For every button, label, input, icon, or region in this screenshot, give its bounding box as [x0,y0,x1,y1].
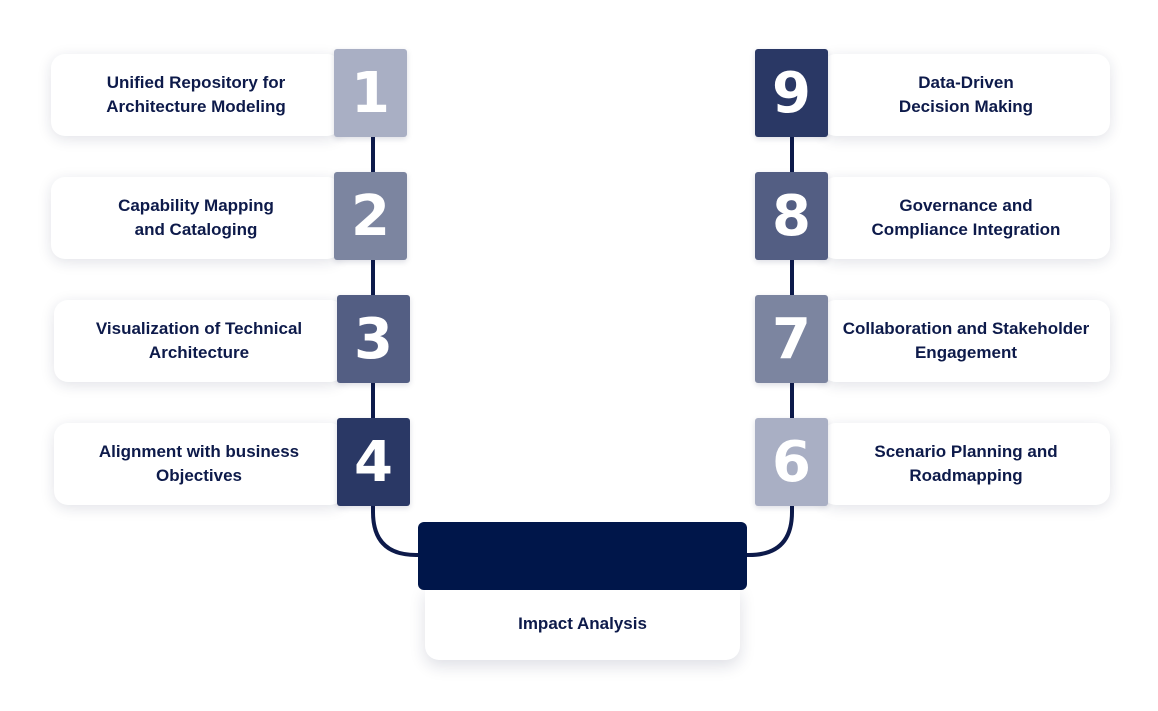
step-number-8: 8 [755,172,828,260]
step-card-1: Unified Repository for Architecture Mode… [51,54,341,136]
step-9-text: Data-Driven Decision Making [898,73,1034,116]
impact-analysis-label: Impact Analysis [518,614,647,633]
center-bar [418,522,747,590]
right-connector-line [745,92,794,557]
step-card-3: Visualization of Technical Architecture [54,300,344,382]
step-number-2: 2 [334,172,407,260]
step-card-8: Governance and Compliance Integration [822,177,1110,259]
step-number-4: 4 [337,418,410,506]
step-card-2: Capability Mapping and Cataloging [51,177,341,259]
step-6-text: Scenario Planning and Roadmapping [874,442,1058,485]
step-number-9: 9 [755,49,828,137]
step-8-text: Governance and Compliance Integration [871,196,1061,239]
step-number-7: 7 [755,295,828,383]
impact-analysis-card: Impact Analysis [425,588,740,660]
step-number-3: 3 [337,295,410,383]
step-1-text: Unified Repository for Architecture Mode… [106,73,286,116]
left-connector-line [371,92,420,557]
step-number-6: 6 [755,418,828,506]
step-7-text: Collaboration and Stakeholder Engagement [842,319,1090,362]
step-card-6: Scenario Planning and Roadmapping [822,423,1110,505]
step-card-4: Alignment with business Objectives [54,423,344,505]
step-3-text: Visualization of Technical Architecture [95,319,303,362]
step-4-text: Alignment with business Objectives [98,442,300,485]
step-2-text: Capability Mapping and Cataloging [118,196,274,239]
step-card-9: Data-Driven Decision Making [822,54,1110,136]
step-card-7: Collaboration and Stakeholder Engagement [822,300,1110,382]
step-number-1: 1 [334,49,407,137]
